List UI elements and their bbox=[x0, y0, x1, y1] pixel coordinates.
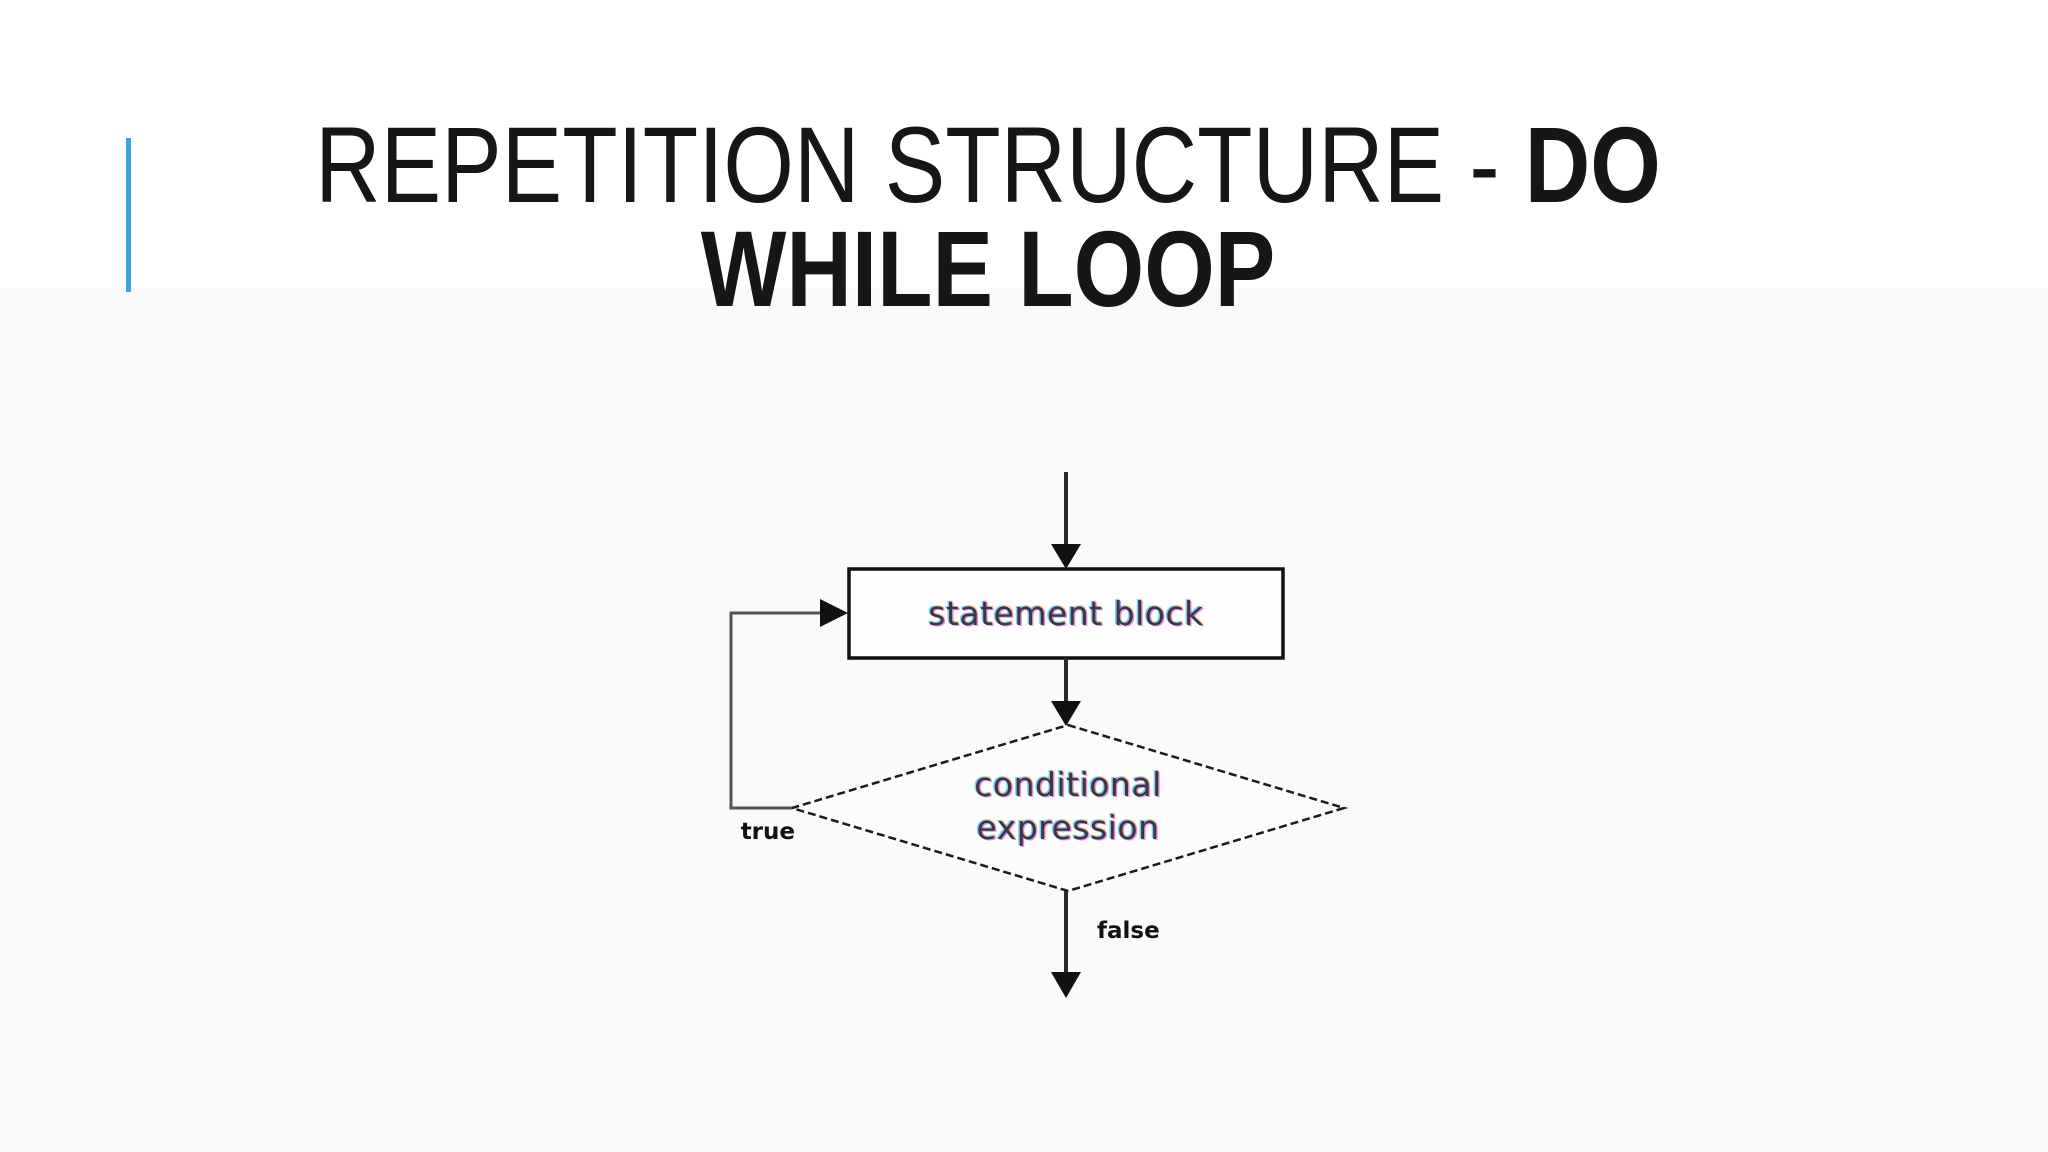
title-text-bold-do: DO bbox=[1524, 104, 1661, 225]
title-text-regular: REPETITION STRUCTURE - bbox=[315, 104, 1525, 225]
false-exit-arrow bbox=[1051, 891, 1081, 998]
content-area-background bbox=[0, 288, 2048, 1152]
statement-block-label: statement block bbox=[928, 594, 1204, 633]
loop-back-connector bbox=[729, 599, 848, 810]
title-accent-bar bbox=[126, 138, 131, 292]
statement-block-shape bbox=[847, 567, 1285, 660]
true-branch-label: true bbox=[740, 819, 795, 845]
loop-back-arrowhead bbox=[820, 599, 848, 627]
false-branch-label: false bbox=[1097, 918, 1160, 944]
conditional-expression-label: conditional expression bbox=[974, 765, 1162, 847]
statement-to-condition-arrow bbox=[1051, 658, 1081, 726]
entry-arrow bbox=[1051, 472, 1081, 569]
title-text-bold-while-loop: WHILE LOOP bbox=[700, 207, 1276, 329]
